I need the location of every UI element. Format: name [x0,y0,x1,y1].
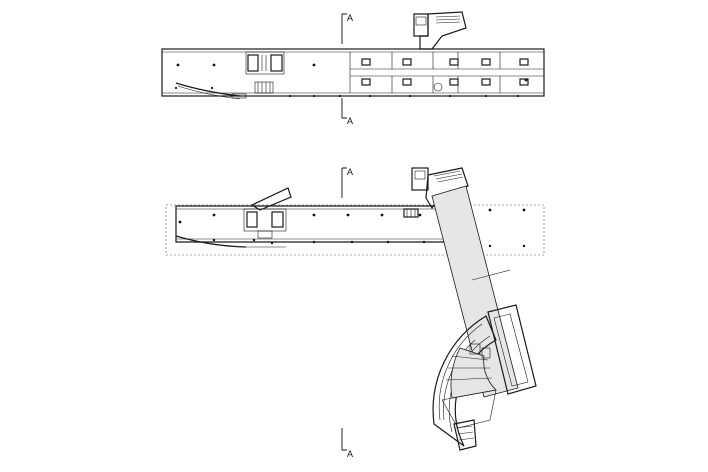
section-mark-upper-top: A [347,13,353,23]
upper-tower [413,11,467,50]
ramp-side-corridor [487,304,537,395]
upper-curved-wall [175,82,241,97]
upper-stair-core [245,51,285,75]
upper-main-bar [161,48,545,97]
upper-floor-plan: A A [161,11,545,126]
section-mark-upper-bottom: A [347,116,353,126]
section-mark-lower-bottom: A [347,449,353,459]
section-mark-lower-top: A [347,167,353,177]
lower-section-cut [341,167,347,451]
lower-tilted-canopy [250,187,292,211]
upper-columns [174,63,528,98]
lower-floor-plan: A A [165,167,545,459]
lower-curved-wall [175,235,247,248]
auditorium [432,315,497,451]
upper-section-cut [341,13,347,119]
lower-columns [178,208,526,248]
lower-tower [411,167,469,210]
lower-dashed-outline [165,204,545,256]
